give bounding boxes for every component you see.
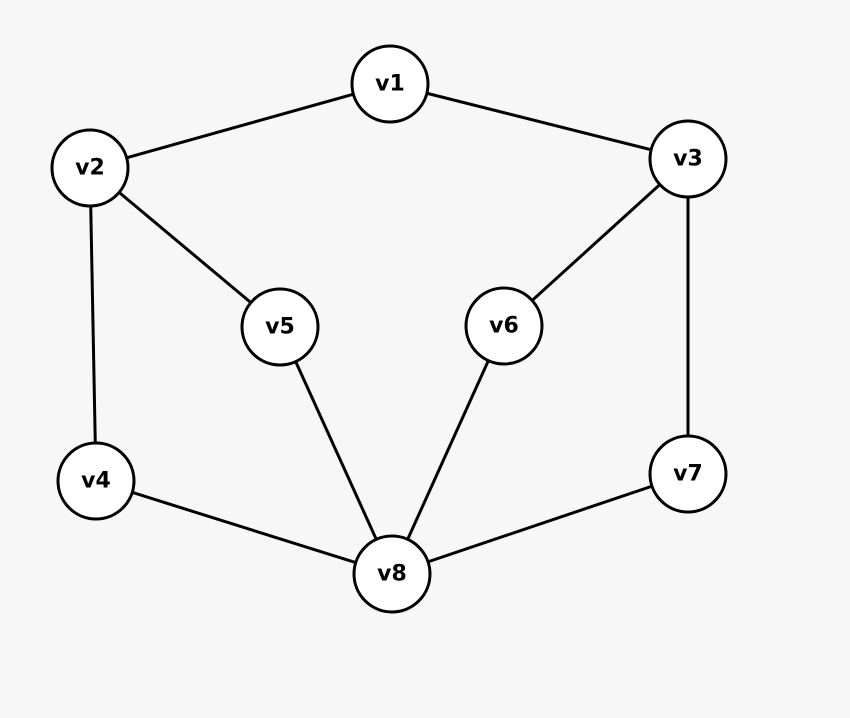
node-label: v5 [265, 315, 295, 340]
node-circle [56, 441, 136, 521]
node-v8: v8 [352, 534, 432, 614]
edge-v2-v5 [88, 166, 282, 329]
node-v5: v5 [240, 287, 320, 367]
edge-v1-v3 [388, 82, 690, 161]
edge-v7-v8 [390, 472, 690, 576]
node-circle [648, 434, 728, 514]
node-circle [240, 287, 320, 367]
node-v7: v7 [648, 434, 728, 514]
node-v2: v2 [50, 128, 130, 208]
node-circle [50, 128, 130, 208]
node-circle [350, 44, 430, 124]
edge-v3-v6 [502, 157, 690, 328]
node-circle [464, 286, 544, 366]
node-circle [648, 119, 728, 199]
node-circle [352, 534, 432, 614]
nodes-layer: v1 v2 v3 v4 v5 v6 v7 v8 [50, 44, 728, 614]
node-label: v8 [377, 562, 407, 587]
node-label: v4 [81, 469, 111, 494]
edge-v5-v8 [278, 325, 394, 576]
node-label: v1 [375, 72, 405, 97]
node-label: v2 [75, 156, 105, 181]
edge-v6-v8 [390, 324, 506, 576]
node-label: v7 [673, 462, 703, 487]
edge-v1-v2 [88, 82, 392, 170]
node-label: v6 [489, 314, 519, 339]
edge-v2-v4 [88, 166, 98, 483]
edges-layer [88, 82, 690, 576]
edge-v4-v8 [94, 479, 394, 576]
node-v1: v1 [350, 44, 430, 124]
node-v4: v4 [56, 441, 136, 521]
node-v3: v3 [648, 119, 728, 199]
node-v6: v6 [464, 286, 544, 366]
node-label: v3 [673, 147, 703, 172]
